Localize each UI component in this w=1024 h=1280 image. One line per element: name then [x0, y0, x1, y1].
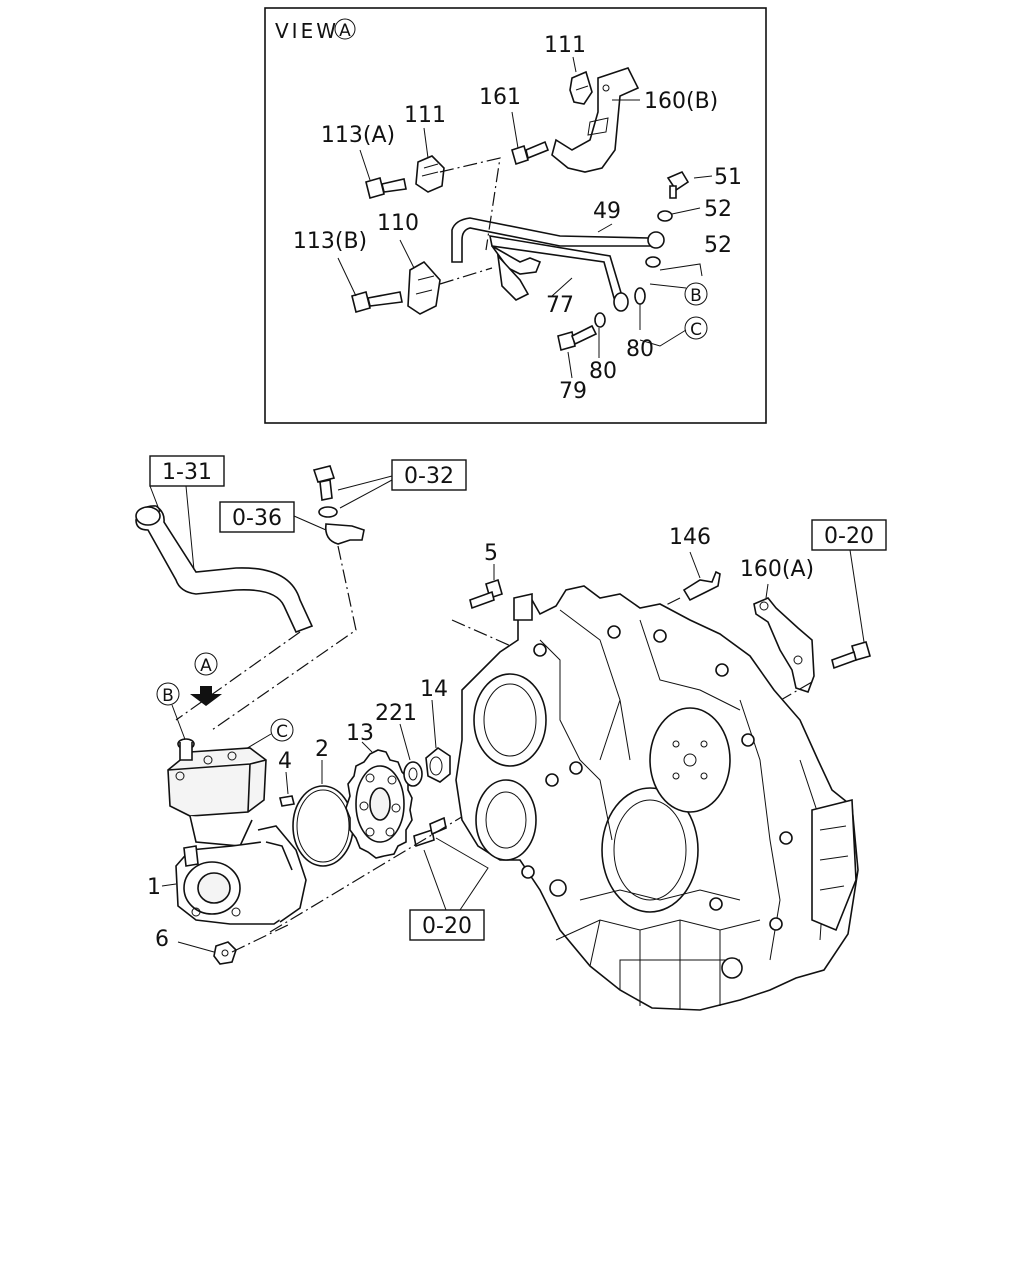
bolt-79	[557, 330, 576, 352]
label-113a: 113(A)	[321, 123, 395, 148]
washer-80-left	[594, 312, 606, 328]
label-146: 146	[669, 525, 711, 550]
label-113b: 113(B)	[293, 229, 367, 254]
bolt-113b	[351, 291, 371, 313]
fitting-0-36	[324, 523, 365, 545]
label-80-left: 80	[589, 359, 617, 384]
view-marker-circle	[334, 18, 356, 40]
gear-13	[345, 749, 413, 859]
label-111-top: 111	[544, 33, 586, 58]
view-inset-frame	[264, 7, 767, 424]
label-160b: 160(B)	[644, 89, 718, 114]
circle-c-main-text: C	[276, 722, 288, 742]
bracket-160b	[551, 67, 640, 173]
label-51: 51	[714, 165, 742, 190]
bracket-160a	[753, 597, 815, 694]
circle-a-main-text: A	[200, 656, 212, 676]
washer-52-lower	[645, 256, 661, 268]
label-111-left: 111	[404, 103, 446, 128]
bolt-113a	[365, 177, 385, 199]
label-52-upper: 52	[704, 197, 732, 222]
label-221: 221	[375, 701, 417, 726]
plug-0-32	[312, 465, 336, 483]
label-160a: 160(A)	[740, 557, 814, 582]
pipe-49	[451, 217, 654, 263]
washer-52-upper	[657, 210, 673, 222]
label-14: 14	[420, 677, 448, 702]
label-6: 6	[155, 927, 169, 952]
washer-0-32	[318, 506, 338, 518]
view-title: VIEW	[275, 19, 339, 43]
circle-b-view-text: B	[690, 286, 702, 306]
circle-a-main	[194, 652, 218, 676]
fitting-146	[682, 570, 721, 602]
bracket-160b-hole	[602, 84, 610, 92]
pipe-49-eye	[647, 231, 665, 249]
circle-b-main-text: B	[162, 686, 174, 706]
washer-221	[403, 761, 423, 787]
label-2: 2	[315, 737, 329, 762]
ref-box-0-20-bottom	[409, 909, 485, 941]
label-1: 1	[147, 875, 161, 900]
flywheel-housing	[455, 585, 859, 1011]
bolt-161	[511, 144, 529, 166]
washer-80-right	[634, 287, 646, 305]
ref-box-0-20-right	[811, 519, 887, 551]
nut-6	[213, 941, 237, 965]
label-110: 110	[377, 211, 419, 236]
circle-c-view	[684, 316, 708, 340]
label-4: 4	[278, 749, 292, 774]
label-80-right: 80	[626, 337, 654, 362]
clip-110	[407, 260, 441, 315]
circle-b-view	[684, 282, 708, 306]
ref-1-31: 1-31	[162, 460, 212, 485]
view-marker: A	[339, 21, 351, 41]
ref-box-0-36	[219, 501, 295, 533]
o-ring-2	[292, 785, 354, 867]
label-49: 49	[593, 199, 621, 224]
label-79: 79	[559, 379, 587, 404]
dowel-0-20-lower	[429, 816, 447, 836]
ref-0-36: 0-36	[232, 506, 282, 531]
label-13: 13	[346, 721, 374, 746]
ref-0-20-bottom: 0-20	[422, 914, 472, 939]
air-compressor	[167, 738, 307, 925]
ref-box-1-31	[149, 455, 225, 487]
pin-4	[279, 795, 295, 807]
ref-box-0-32	[391, 459, 467, 491]
label-161: 161	[479, 85, 521, 110]
circle-b-main	[156, 682, 180, 706]
ref-0-20-right: 0-20	[824, 524, 874, 549]
circle-c-main	[270, 718, 294, 742]
label-5: 5	[484, 541, 498, 566]
view-arrow	[190, 686, 222, 706]
label-77: 77	[546, 293, 574, 318]
ref-0-32: 0-32	[404, 464, 454, 489]
circle-c-view-text: C	[690, 320, 702, 340]
label-52-lower: 52	[704, 233, 732, 258]
